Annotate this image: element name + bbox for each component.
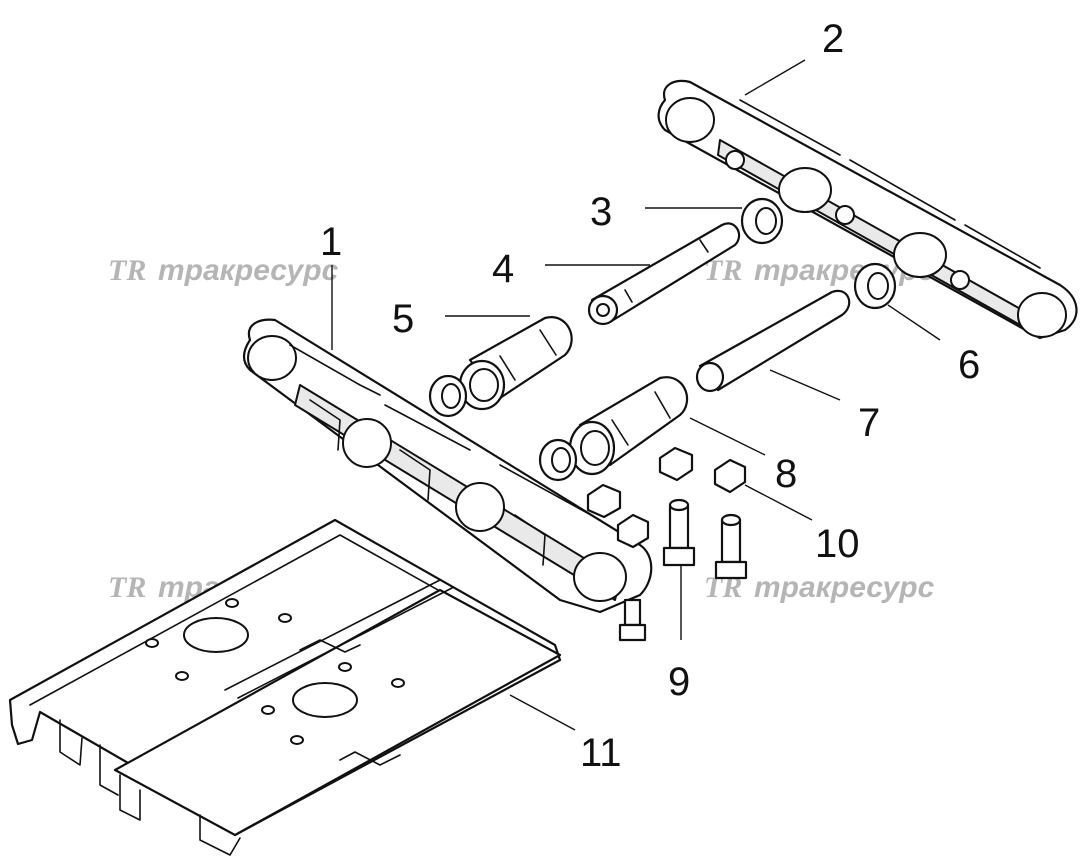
callout-numbers: 1 2 3 4 5 6 7 8 9 10 11 (320, 17, 980, 775)
bushing-part-8 (538, 376, 689, 482)
callout-9: 9 (668, 660, 690, 704)
link-bore (455, 482, 505, 532)
callout-1: 1 (320, 220, 342, 264)
watermark-bottom-right: TR тракресурс (704, 571, 935, 604)
leader-10 (744, 484, 813, 521)
shoe-centre-hole (292, 682, 358, 718)
callout-10: 10 (815, 522, 860, 566)
leader-11 (509, 694, 576, 731)
link-bore (893, 232, 947, 278)
pin-part-4 (587, 222, 741, 326)
watermark-logo: TR (108, 254, 146, 287)
track-shoe-part-11 (8, 518, 562, 856)
callout-7: 7 (858, 401, 880, 445)
link-bore (778, 167, 832, 213)
leader-6 (887, 304, 941, 341)
seal-ring-part-3 (740, 197, 784, 245)
link-bore (247, 335, 297, 381)
leader-7 (769, 369, 841, 401)
watermark-text: тракресурс (754, 571, 935, 604)
callout-11: 11 (580, 731, 622, 775)
pin-part-7 (695, 289, 851, 393)
link-bore (573, 552, 627, 602)
seal-ring-part-6 (853, 262, 897, 310)
link-bore (342, 418, 392, 468)
watermark-logo: TR (108, 571, 146, 604)
link-bore (1017, 292, 1067, 338)
link-bore (665, 97, 715, 143)
bolts-part-9 (618, 498, 748, 642)
leader-2 (744, 59, 806, 96)
leader-lines (331, 59, 941, 731)
watermark-text: тракресурс (158, 254, 339, 287)
callout-3: 3 (590, 190, 612, 234)
shoe-centre-hole (183, 617, 249, 653)
track-link-chain-part-2 (657, 79, 1078, 340)
callout-5: 5 (392, 297, 414, 341)
callout-2: 2 (822, 17, 844, 61)
callout-6: 6 (958, 343, 980, 387)
track-link-chain-part-1 (242, 318, 653, 614)
bushing-part-5 (428, 316, 573, 418)
watermark-top-left: TR тракресурс (108, 254, 339, 287)
nuts-part-10 (586, 446, 747, 549)
callout-4: 4 (492, 247, 514, 291)
leader-8 (689, 417, 766, 456)
callout-8: 8 (775, 452, 797, 496)
